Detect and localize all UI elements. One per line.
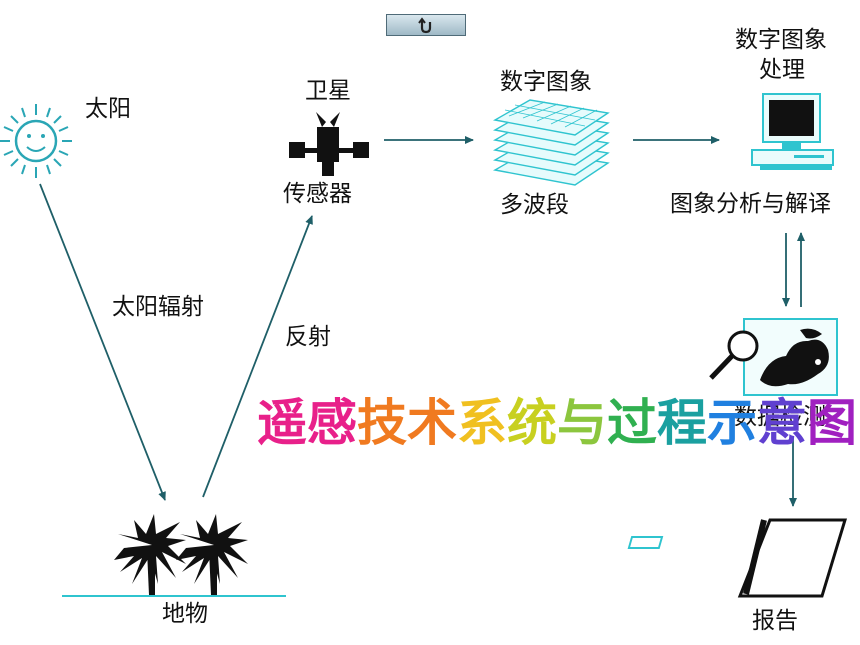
title-char: 过 xyxy=(607,394,657,452)
return-button[interactable] xyxy=(386,14,466,36)
title-char: 图 xyxy=(807,394,857,452)
multiband-label: 多波段 xyxy=(500,192,569,218)
title-char: 技 xyxy=(357,394,407,452)
arrow-ground-to-sensor xyxy=(202,215,313,498)
data-check-label: 数据检测 xyxy=(734,404,826,430)
title-char: 统 xyxy=(507,394,557,452)
title-char: 遥 xyxy=(257,394,307,452)
sun-label: 太阳 xyxy=(85,96,131,122)
report-label: 报告 xyxy=(752,608,798,634)
diagram-title: 遥感技术系统与过程示意图 xyxy=(257,398,857,448)
satellite-icon xyxy=(289,112,369,176)
report-document-icon xyxy=(627,518,848,598)
title-char: 意 xyxy=(757,394,807,452)
arrow-sun-to-ground xyxy=(39,183,166,501)
satellite-label: 卫星 xyxy=(305,78,351,104)
magnifier-icon xyxy=(709,330,759,380)
flow-arrows xyxy=(39,136,805,507)
processing-label-line1: 数字图象 xyxy=(735,27,827,53)
ground-object-label: 地物 xyxy=(162,601,208,627)
title-char: 系 xyxy=(457,394,507,452)
sun-icon xyxy=(0,104,72,178)
solar-radiation-label: 太阳辐射 xyxy=(112,294,204,320)
computer-icon xyxy=(751,93,834,170)
data-check-map-icon xyxy=(743,318,838,396)
title-char: 程 xyxy=(657,394,707,452)
title-char: 术 xyxy=(407,394,457,452)
title-char: 感 xyxy=(307,394,357,452)
processing-label-line2: 处理 xyxy=(759,57,805,83)
sensor-label: 传感器 xyxy=(283,181,352,207)
analysis-label: 图象分析与解译 xyxy=(670,191,831,217)
return-arrow-icon xyxy=(418,17,432,34)
multiband-image-stack-icon xyxy=(492,99,610,186)
digital-image-label: 数字图象 xyxy=(500,69,592,95)
title-char: 示 xyxy=(707,394,757,452)
palm-trees-icon xyxy=(114,514,248,595)
reflection-label: 反射 xyxy=(285,324,331,350)
title-char: 与 xyxy=(557,394,607,452)
